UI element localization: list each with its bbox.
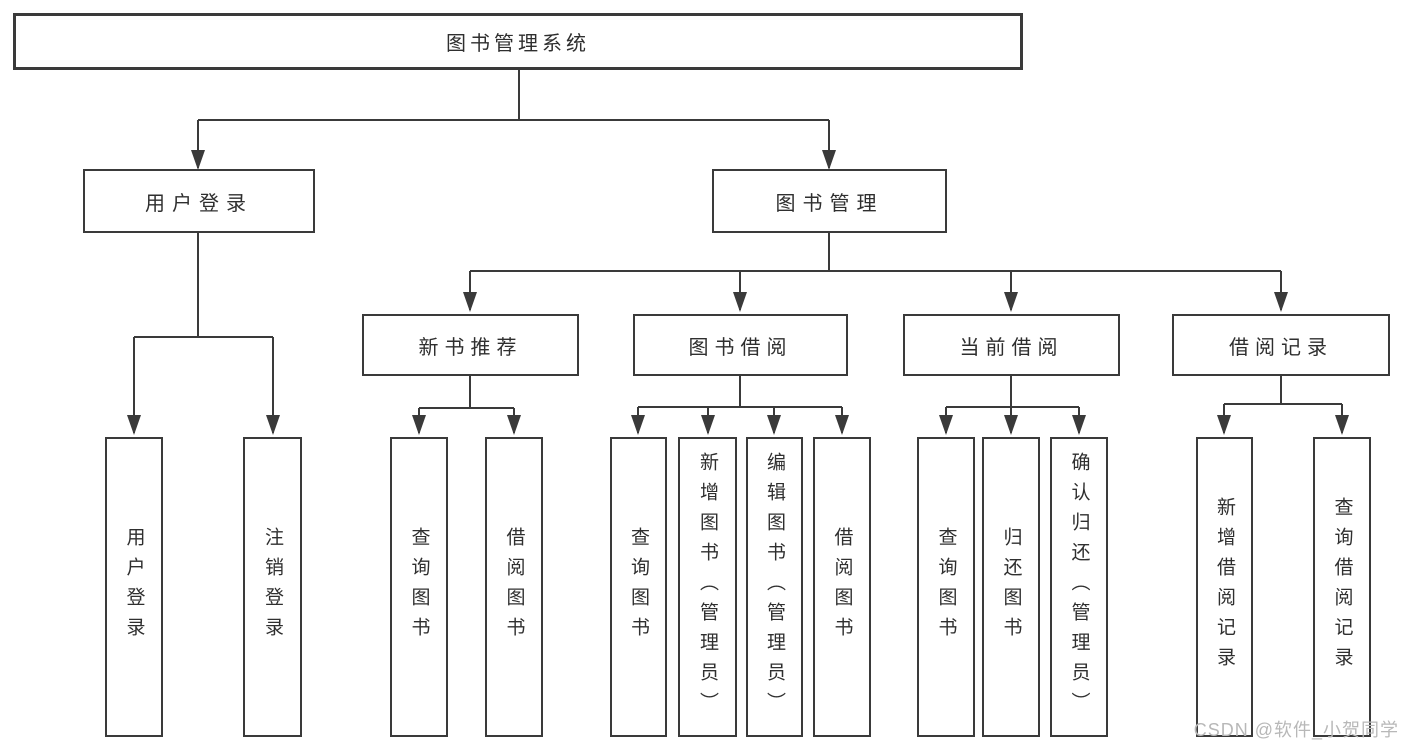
node-current-borrow: 当前借阅 [903, 314, 1120, 376]
leaf-current-return-books: 归还图书 [982, 437, 1040, 737]
leaf-records-query-record: 查询借阅记录 [1313, 437, 1371, 737]
leaf-newbook-borrow-books: 借阅图书 [485, 437, 543, 737]
node-book-management: 图书管理 [712, 169, 947, 233]
node-label: 借阅图书 [831, 527, 853, 647]
leaf-borrow-edit-books-admin: 编辑图书（管理员） [746, 437, 803, 737]
node-library-management-system: 图书管理系统 [13, 13, 1023, 70]
node-label: 用户登录 [145, 192, 253, 215]
node-label: 注销登录 [262, 527, 283, 647]
node-label: 归还图书 [1000, 527, 1022, 647]
node-label: 用户登录 [123, 527, 145, 647]
node-new-book-recommend: 新书推荐 [362, 314, 579, 376]
node-label: 借阅图书 [503, 527, 525, 647]
node-label: 查询借阅记录 [1331, 497, 1353, 677]
node-label: 新增图书（管理员） [697, 452, 718, 722]
leaf-newbook-query-books: 查询图书 [390, 437, 448, 737]
node-label: 确认归还（管理员） [1068, 452, 1090, 722]
leaf-current-confirm-return-admin: 确认归还（管理员） [1050, 437, 1108, 737]
leaf-borrow-borrow-books: 借阅图书 [813, 437, 871, 737]
node-label: 图书管理系统 [446, 33, 590, 55]
leaf-current-query-books: 查询图书 [917, 437, 975, 737]
node-label: 新增借阅记录 [1214, 497, 1235, 677]
node-label: 借阅记录 [1229, 336, 1333, 359]
node-book-borrow: 图书借阅 [633, 314, 848, 376]
node-label: 查询图书 [628, 527, 649, 647]
node-label: 查询图书 [408, 527, 430, 647]
leaf-records-add-record: 新增借阅记录 [1196, 437, 1253, 737]
node-label: 图书借阅 [688, 336, 793, 359]
node-borrow-records: 借阅记录 [1172, 314, 1390, 376]
leaf-borrow-query-books: 查询图书 [610, 437, 667, 737]
leaf-logout-login: 注销登录 [243, 437, 302, 737]
leaf-user-login: 用户登录 [105, 437, 163, 737]
node-user-login: 用户登录 [83, 169, 315, 233]
node-label: 新书推荐 [418, 336, 523, 359]
leaf-borrow-add-books-admin: 新增图书（管理员） [678, 437, 737, 737]
node-label: 当前借阅 [959, 336, 1064, 359]
node-label: 图书管理 [775, 192, 884, 215]
node-label: 查询图书 [935, 527, 957, 647]
node-label: 编辑图书（管理员） [764, 452, 785, 722]
